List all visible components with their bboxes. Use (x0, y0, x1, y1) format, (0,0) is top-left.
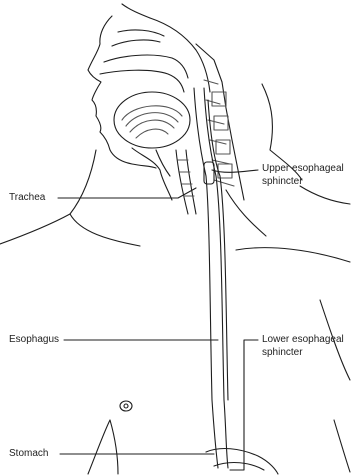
trachea-tube (176, 150, 196, 214)
esophagus-tube (194, 88, 228, 468)
leader-upper-sphincter (212, 170, 258, 172)
label-lower-esophageal-sphincter-line2: sphincter (262, 347, 303, 359)
label-trachea: Trachea (9, 192, 45, 204)
leader-trachea (58, 188, 196, 198)
leader-lines (58, 170, 258, 470)
label-lower-esophageal-sphincter-line1: Lower esophageal (262, 334, 344, 346)
label-esophagus: Esophagus (9, 334, 59, 346)
label-stomach: Stomach (9, 448, 48, 460)
leader-lower-sphincter (230, 340, 258, 470)
label-upper-esophageal-sphincter-line2: sphincter (262, 176, 303, 188)
head-outline (88, 4, 244, 200)
nipple-mark (120, 401, 132, 411)
label-upper-esophageal-sphincter-line1: Upper esophageal (262, 163, 344, 175)
